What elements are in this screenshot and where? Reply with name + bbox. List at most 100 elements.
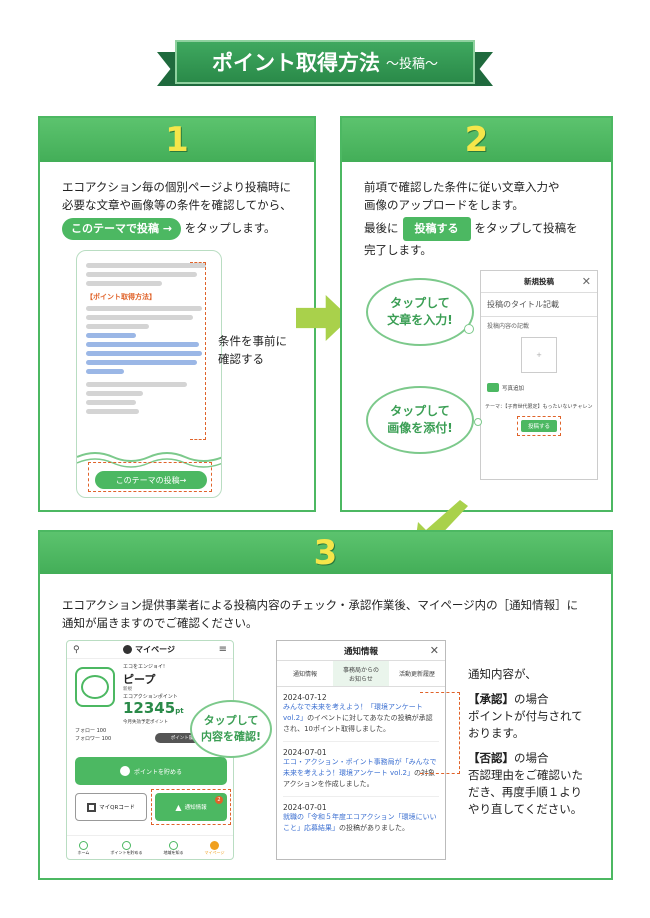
notice-text: の投稿がありました。 <box>339 824 409 832</box>
point-history-button[interactable]: ポイント履歴を見る <box>155 733 227 743</box>
follower-count: 100 <box>101 736 112 742</box>
earn-icon <box>121 841 131 850</box>
step2-line1: 前項で確認した条件に従い文章入力や <box>364 180 560 194</box>
app-expire-label: 今月失効予定ポイント <box>123 720 168 725</box>
avatar <box>75 667 115 707</box>
cloud-check-content: タップして内容を確認! <box>190 700 272 758</box>
title-banner: ポイント取得方法 ～投稿～ <box>157 32 493 98</box>
post-title-field[interactable]: 投稿のタイトル記載 <box>481 293 597 317</box>
image-placeholder: + <box>521 337 557 373</box>
step1-header: 1 <box>40 118 314 162</box>
point-history-label: ポイント履歴を見る <box>170 736 212 741</box>
step2-line3-post: をタップして投稿を <box>474 221 578 235</box>
notice-title: 通知情報 <box>343 646 378 657</box>
qr-icon <box>87 802 97 812</box>
wave-divider <box>77 452 221 468</box>
follow-label: フォロー <box>75 728 96 734</box>
step3-header: 3 <box>40 532 611 574</box>
submit-highlight <box>517 416 561 436</box>
step1-line1: エコアクション毎の個別ページより投稿時に <box>62 180 291 194</box>
cloud-image-attach: タップして画像を添付! <box>366 386 474 454</box>
nav-mypage[interactable]: マイページ <box>204 841 225 856</box>
nav-mypage-label: マイページ <box>204 850 225 855</box>
step3-line2: 通知が届きますのでご確認ください。 <box>62 616 258 630</box>
menu-icon[interactable]: ≡ <box>218 644 227 655</box>
step1-note: 条件を事前に 確認する <box>218 332 287 368</box>
earn-points-button[interactable]: ポイントを貯める <box>75 757 227 785</box>
modal-submit-button[interactable]: 投稿する <box>521 420 557 432</box>
button-highlight <box>88 462 212 492</box>
step1-after-pill: をタップします。 <box>184 221 276 235</box>
qr-code-button[interactable]: マイQRコード <box>75 793 147 821</box>
leaf-icon <box>119 766 130 776</box>
denied-line2: 否認理由をご確認いた <box>468 768 583 782</box>
photo-add-label: 写真追加 <box>502 385 525 392</box>
tab-notifications[interactable]: 通知情報 <box>292 671 317 678</box>
theme-page-mock: 【ポイント取得方法】 このテーマの投稿→ <box>76 250 222 498</box>
follow-count: 100 <box>96 728 107 734</box>
mock-post-button[interactable]: このテーマの投稿→ <box>95 471 207 489</box>
nav-earn[interactable]: ポイントを貯める <box>110 841 142 856</box>
step3-number: 3 <box>313 533 338 573</box>
qr-code-label: マイQRコード <box>99 805 135 811</box>
banner-plate: ポイント取得方法 ～投稿～ <box>175 40 475 84</box>
follower-label: フォロワー <box>75 736 101 742</box>
theme-label: テーマ：【子育世代限定】もったいないチャレン <box>485 404 593 410</box>
denied-head: 【否認】 <box>468 751 514 765</box>
search-icon[interactable]: ⚲ <box>73 644 80 655</box>
notice-link[interactable]: みんなで未来を考えよう！「環境アンケート vol.2」 <box>283 703 423 722</box>
tab-activity-history[interactable]: 活動更新履歴 <box>398 671 435 678</box>
earn-points-label: ポイントを貯める <box>133 768 182 776</box>
app-user-name: ピープ <box>123 673 156 686</box>
notice-item[interactable]: 2024-07-01 エコ・アクション・ポイント事務局が「みんなで未来を考えよう… <box>283 748 439 797</box>
app-points-unit: pt <box>175 707 184 715</box>
new-post-modal: 新規投稿 ✕ 投稿のタイトル記載 投稿内容の記載 + 写真追加 テーマ：【子育世… <box>480 270 598 480</box>
bell-icon: ▲ <box>175 802 182 812</box>
first-notice-highlight <box>420 692 460 774</box>
conditions-highlight <box>190 262 206 440</box>
cloud3-line1: タップして <box>203 714 259 727</box>
notification-badge: 2 <box>215 796 223 804</box>
notice-date: 2024-07-01 <box>283 803 327 812</box>
step2-description: 前項で確認した条件に従い文章入力や 画像のアップロードをします。 最後に投稿する… <box>364 178 609 259</box>
user-icon <box>123 645 133 654</box>
bottom-nav: ホーム ポイントを貯める 地域を知る マイページ <box>67 835 233 859</box>
tab-office-news[interactable]: 事務局からの お知らせ <box>333 661 389 686</box>
denied-line3: だき、再度手順１より <box>468 785 582 799</box>
step2-header: 2 <box>342 118 611 162</box>
submit-pill: 投稿する <box>402 217 471 241</box>
home-icon <box>78 841 88 850</box>
denied-line4: やり直してください。 <box>468 802 583 816</box>
approved-line3: おります。 <box>468 726 525 740</box>
mock-post-button-label: このテーマの投稿→ <box>115 475 187 485</box>
mypage-icon <box>210 841 219 850</box>
step3-description: エコアクション提供事業者による投稿内容のチェック・承認作業後、マイページ内の［通… <box>62 596 602 632</box>
cloud1-pointer <box>464 324 474 334</box>
photo-add-button[interactable]: 写真追加 <box>487 383 524 392</box>
nav-region-label: 地域を知る <box>163 850 184 855</box>
notice-item[interactable]: 2024-07-01 就職の「令和５年度エコアクション「環境にいいこと」応募結果… <box>283 803 439 840</box>
cloud3-line2: 内容を確認! <box>200 730 262 743</box>
notice-link[interactable]: エコ・アクション・ポイント事務局が「みんなで未来を考えよう！環境アンケート vo… <box>283 758 437 777</box>
notice-link[interactable]: 就職の「令和５年度エコアクション「環境にいいこと」応募結果」 <box>283 813 437 832</box>
cloud2-line1: タップして <box>390 404 450 418</box>
notice-text: のイベントに対してあなたの投稿が承認され、10ポイント取得しました。 <box>283 714 433 733</box>
explain-intro: 通知内容が、 <box>468 667 537 681</box>
nav-region[interactable]: 地域を知る <box>164 841 184 856</box>
mypage-mock: ⚲ マイページ ≡ エコをエンジョイ! ピープ 新規 エコアクションポイント 1… <box>66 640 234 860</box>
notice-item[interactable]: 2024-07-12 みんなで未来を考えよう！「環境アンケート vol.2」のイ… <box>283 693 439 742</box>
close-icon[interactable]: ✕ <box>581 275 591 288</box>
step2-number: 2 <box>464 120 489 160</box>
page-subtitle: ～投稿～ <box>385 56 438 72</box>
close-icon[interactable]: ✕ <box>429 644 439 657</box>
camera-icon <box>487 383 499 392</box>
cloud-text-input: タップして文章を入力! <box>366 278 474 346</box>
notice-date: 2024-07-12 <box>283 693 327 702</box>
nav-home[interactable]: ホーム <box>78 841 89 856</box>
step2-panel: 2 前項で確認した条件に従い文章入力や 画像のアップロードをします。 最後に投稿… <box>340 116 613 512</box>
post-body-field[interactable]: 投稿内容の記載 <box>487 323 530 330</box>
step2-line2: 画像のアップロードをします。 <box>364 198 524 212</box>
page-title: ポイント取得方法 <box>211 51 380 75</box>
step3-panel: 3 エコアクション提供事業者による投稿内容のチェック・承認作業後、マイページ内の… <box>38 530 613 880</box>
